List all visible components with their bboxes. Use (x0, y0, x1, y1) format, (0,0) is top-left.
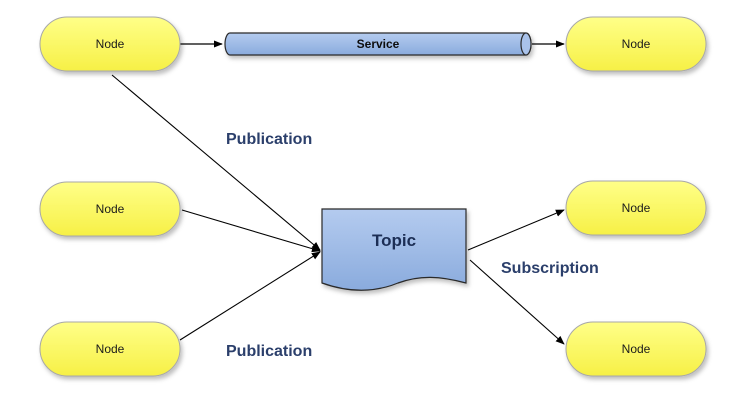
service-cylinder-end (520, 32, 532, 56)
publication-label-bottom: Publication (226, 343, 312, 360)
edge-middle-node-to-topic (181, 209, 321, 253)
node-label: Node (96, 37, 125, 51)
edge-top-node-to-topic (111, 74, 321, 251)
node-shape (39, 16, 181, 72)
node-label: Node (622, 342, 651, 356)
node-shape (39, 181, 181, 237)
node-shape (565, 321, 707, 377)
topic-shape (321, 208, 467, 291)
node-label: Node (622, 37, 651, 51)
node-middle-left[interactable]: Node (39, 181, 181, 237)
edges (111, 40, 565, 345)
edge-topic-to-bottom-right-node (469, 259, 565, 345)
service-label: Service (357, 37, 400, 51)
node-shape (39, 321, 181, 377)
node-label: Node (96, 342, 125, 356)
node-bottom-left[interactable]: Node (39, 321, 181, 377)
node-shape (565, 180, 707, 236)
node-shape (565, 16, 707, 72)
topic-label: Topic (372, 231, 416, 250)
node-middle-right[interactable]: Node (565, 180, 707, 236)
publication-label-top: Publication (226, 131, 312, 148)
edge-topic-to-middle-right-node (467, 209, 565, 251)
subscription-label: Subscription (501, 260, 599, 277)
topic[interactable]: Topic (321, 208, 467, 291)
node-label: Node (622, 201, 651, 215)
node-label: Node (96, 202, 125, 216)
node-top-left[interactable]: Node (39, 16, 181, 72)
edge-bottom-node-to-topic (179, 251, 321, 341)
service[interactable]: Service (224, 32, 532, 56)
node-top-right[interactable]: Node (565, 16, 707, 72)
node-bottom-right[interactable]: Node (565, 321, 707, 377)
